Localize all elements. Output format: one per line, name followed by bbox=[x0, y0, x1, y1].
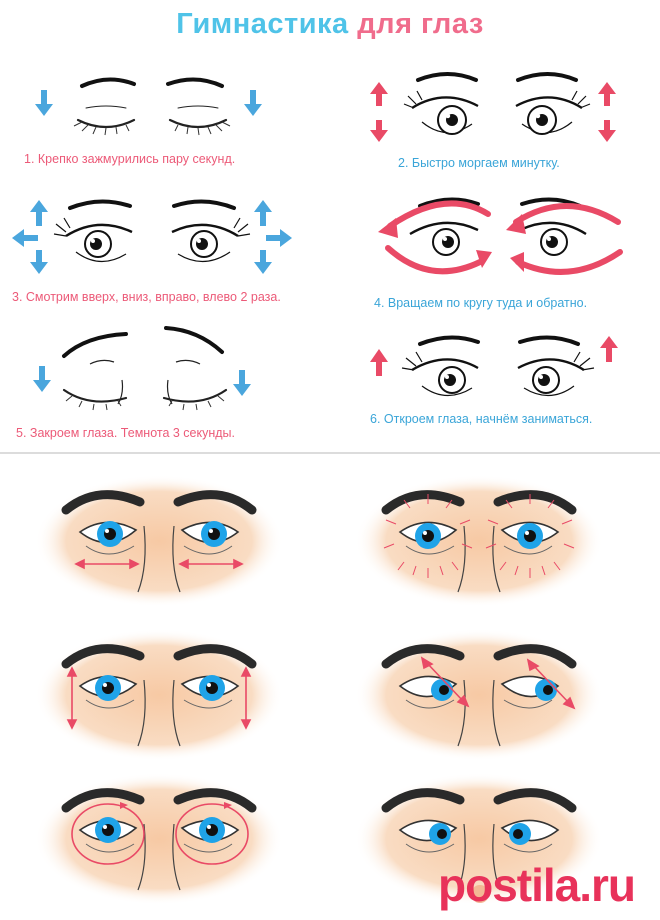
arrow-diagonal-icon bbox=[420, 656, 576, 710]
radial-arrows-icon bbox=[383, 494, 575, 578]
exercise-6-caption: 6. Откроем глаза, начнём заниматься. bbox=[370, 412, 593, 426]
arrow-up-down-icon bbox=[66, 666, 252, 730]
face-horizontal-movement bbox=[35, 475, 283, 607]
face-side-look bbox=[355, 773, 603, 905]
exercise-4-illustration bbox=[370, 192, 640, 282]
exercise-6-illustration bbox=[364, 334, 634, 408]
circle-arrow-icon bbox=[71, 803, 249, 865]
exercise-5-illustration bbox=[30, 318, 270, 418]
exercise-5-caption: 5. Закроем глаза. Темнота 3 секунды. bbox=[16, 426, 236, 440]
watermark-logo: postila.ru bbox=[438, 859, 636, 911]
exercise-3-illustration bbox=[8, 192, 298, 282]
title-part-2: для глаз bbox=[357, 8, 484, 40]
arrow-up-icon bbox=[370, 336, 618, 376]
exercise-1-caption: 1. Крепко зажмурились пару секунд. bbox=[24, 152, 236, 166]
face-circular-movement bbox=[35, 773, 283, 905]
face-vertical-movement bbox=[35, 629, 283, 761]
infographic-top: Гимнастика для глаз bbox=[0, 0, 660, 452]
exercise-2-caption: 2. Быстро моргаем минутку. bbox=[398, 156, 560, 170]
infographic-bottom: postila.ru bbox=[0, 454, 660, 920]
arrow-up-down-icon bbox=[370, 82, 616, 142]
arrow-down-icon bbox=[33, 366, 251, 396]
face-radial-massage bbox=[355, 475, 603, 607]
exercise-3-caption: 3. Смотрим вверх, вниз, вправо, влево 2 … bbox=[12, 290, 281, 304]
face-diagonal-movement bbox=[355, 629, 603, 761]
page-title: Гимнастика для глаз bbox=[0, 8, 660, 41]
arrow-down-icon bbox=[35, 90, 262, 116]
section-divider bbox=[0, 452, 660, 454]
exercise-2-illustration bbox=[364, 66, 634, 156]
arrow-left-right-icon bbox=[74, 558, 244, 570]
title-part-1: Гимнастика bbox=[176, 8, 349, 40]
exercise-4-caption: 4. Вращаем по кругу туда и обратно. bbox=[374, 296, 588, 310]
arrow-four-direction-icon bbox=[12, 200, 292, 274]
nose-tip-point bbox=[471, 885, 489, 903]
exercise-1-illustration bbox=[30, 68, 280, 148]
rotate-arrows-icon bbox=[385, 200, 623, 275]
